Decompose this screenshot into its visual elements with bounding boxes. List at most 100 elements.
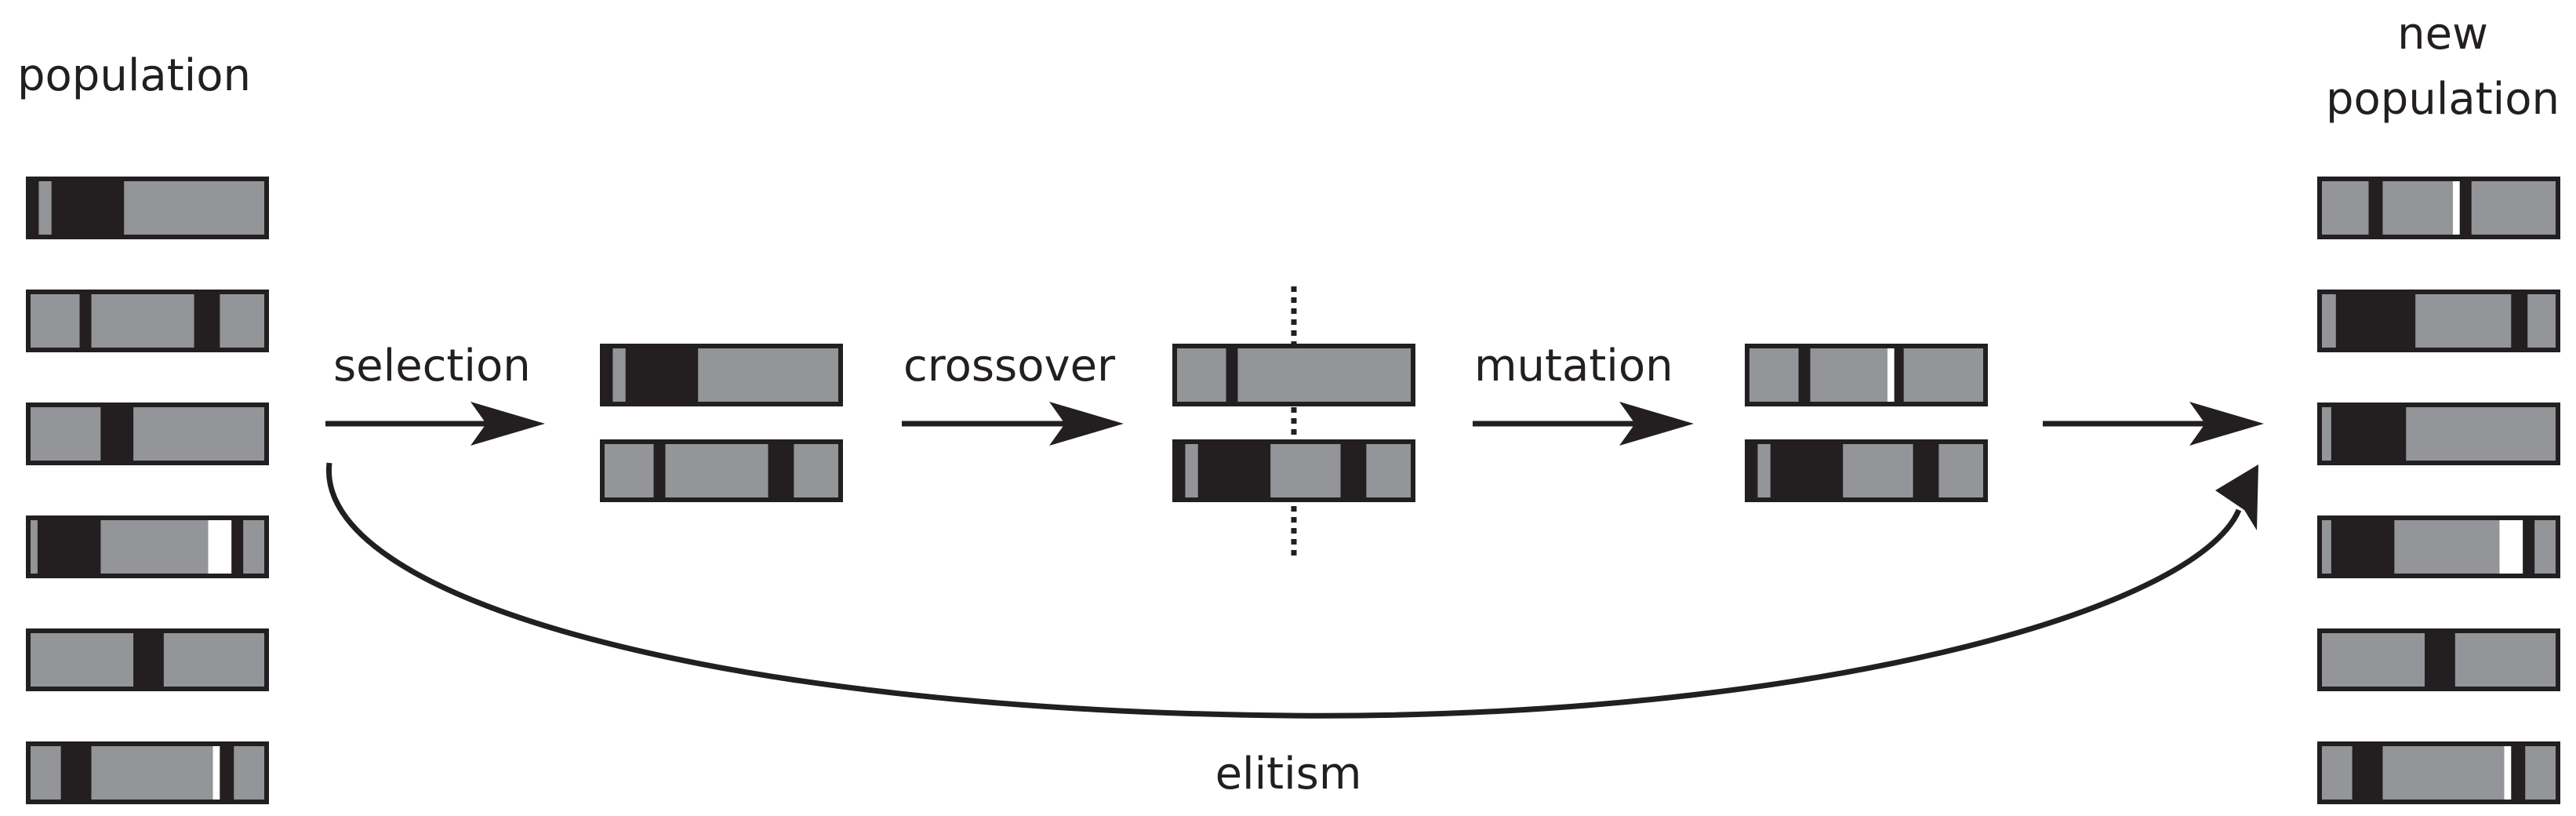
crossover-label: crossover <box>903 341 1116 392</box>
gene-gray <box>2415 294 2512 348</box>
crossover-chromosome <box>1172 344 1415 406</box>
gene-white <box>2504 746 2512 800</box>
selection-label: selection <box>333 341 531 392</box>
gene-gray <box>665 444 768 497</box>
gene-gray <box>1903 348 1983 402</box>
gene-black <box>2368 181 2383 235</box>
gene-gray <box>31 294 80 348</box>
gene-gray <box>31 520 38 574</box>
gene-black <box>1226 348 1238 402</box>
gene-gray <box>2322 520 2331 574</box>
new-population-chromosome <box>2317 628 2560 691</box>
population-chromosome <box>26 515 269 578</box>
gene-black <box>1749 444 1758 497</box>
gene-gray <box>1757 444 1771 497</box>
gene-gray <box>220 294 264 348</box>
gene-white <box>213 746 220 800</box>
gene-black <box>2331 520 2395 574</box>
gene-gray <box>2322 294 2336 348</box>
new-population-label-line1: new <box>2397 9 2488 60</box>
gene-black <box>31 181 39 235</box>
mutation-arrow <box>1473 402 1694 446</box>
gene-black <box>653 444 666 497</box>
gene-gray <box>2322 633 2425 687</box>
gene-gray <box>2382 181 2453 235</box>
gene-gray <box>91 746 213 800</box>
gene-gray <box>2527 294 2556 348</box>
gene-gray <box>31 407 101 461</box>
gene-gray <box>605 444 654 497</box>
elitism-arrow <box>325 462 2258 719</box>
gene-gray <box>124 181 264 235</box>
gene-gray <box>133 407 264 461</box>
new-population-chromosome <box>2317 290 2560 352</box>
population-chromosomes <box>26 177 269 804</box>
gene-black <box>1798 348 1811 402</box>
gene-gray <box>2406 407 2556 461</box>
gene-gray <box>38 181 52 235</box>
gene-gray <box>31 633 134 687</box>
gene-gray <box>1177 348 1226 402</box>
output-arrow <box>2043 402 2264 446</box>
population-label: population <box>17 50 251 101</box>
gene-gray <box>1810 348 1887 402</box>
gene-black <box>2425 633 2455 687</box>
gene-black <box>1770 444 1844 497</box>
gene-gray <box>1237 348 1411 402</box>
gene-gray <box>794 444 838 497</box>
gene-white <box>2499 520 2523 574</box>
gene-black <box>1913 444 1939 497</box>
gene-gray <box>2322 407 2331 461</box>
crossover-arrow <box>902 402 1124 446</box>
selected-chromosomes <box>600 344 843 502</box>
new-population-label-line2: population <box>2326 74 2560 125</box>
crossover-chromosome <box>1172 439 1415 502</box>
gene-gray <box>2322 181 2369 235</box>
gene-black <box>100 407 134 461</box>
gene-white <box>2452 181 2460 235</box>
gene-gray <box>698 348 838 402</box>
gene-gray <box>2471 181 2556 235</box>
population-chromosome <box>26 741 269 804</box>
new-population-chromosome <box>2317 515 2560 578</box>
selection-arrow <box>325 402 545 446</box>
gene-gray <box>2394 520 2500 574</box>
new-population-chromosome <box>2317 403 2560 465</box>
mutation-label: mutation <box>1474 341 1673 392</box>
gene-black <box>2335 294 2416 348</box>
gene-gray <box>1843 444 1913 497</box>
selected-chromosome <box>600 439 843 502</box>
gene-gray <box>612 348 626 402</box>
gene-black <box>51 181 125 235</box>
mutated-chromosomes <box>1745 344 1988 502</box>
population-chromosome <box>26 403 269 465</box>
gene-gray <box>2322 746 2353 800</box>
gene-black <box>37 520 101 574</box>
gene-black <box>2511 746 2526 800</box>
gene-gray <box>243 520 264 574</box>
gene-black <box>1340 444 1367 497</box>
gene-gray <box>1270 444 1341 497</box>
gene-gray <box>2382 746 2505 800</box>
gene-gray <box>31 746 61 800</box>
selected-chromosome <box>600 344 843 406</box>
gene-gray <box>1749 348 1799 402</box>
gene-gray <box>100 520 209 574</box>
gene-black <box>768 444 794 497</box>
gene-black <box>605 348 613 402</box>
gene-black <box>2459 181 2472 235</box>
new-population-chromosome <box>2317 741 2560 804</box>
gene-black <box>2523 520 2535 574</box>
population-chromosome <box>26 177 269 239</box>
gene-gray <box>91 294 194 348</box>
population-chromosome <box>26 628 269 691</box>
gene-gray <box>2454 633 2556 687</box>
population-chromosome <box>26 290 269 352</box>
gene-black <box>2511 294 2528 348</box>
gene-black <box>133 633 164 687</box>
gene-black <box>625 348 699 402</box>
new-population-chromosome <box>2317 177 2560 239</box>
gene-black <box>79 294 92 348</box>
gene-black <box>220 746 234 800</box>
